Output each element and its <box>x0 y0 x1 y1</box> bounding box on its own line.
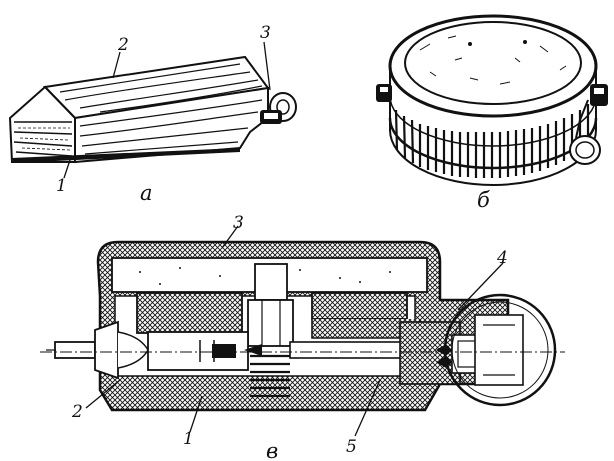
panel-b-round-device: б <box>376 14 608 212</box>
panel-c-label-4: 4 <box>496 248 508 268</box>
panel-c-label-5: 5 <box>346 437 357 457</box>
panel-c-label-1: 1 <box>183 429 194 449</box>
panel-c-caption: в <box>266 439 278 461</box>
pull-ring <box>569 135 601 165</box>
panel-c-label-3: 3 <box>233 213 244 233</box>
latch-knob <box>260 92 297 124</box>
left-nozzle <box>46 320 149 380</box>
panel-a-caption: а <box>140 181 153 205</box>
panel-a-wooden-case: 1 2 3 а <box>8 23 297 205</box>
pull-ring-section <box>443 293 557 407</box>
panel-a-label-1: 1 <box>56 176 67 196</box>
panel-c-cross-section: 3 4 2 1 5 в <box>40 213 565 461</box>
panel-c-label-2: 2 <box>71 402 83 422</box>
panel-a-label-3: 3 <box>260 23 271 43</box>
left-knob <box>376 84 392 102</box>
wooden-block-drawing <box>8 55 270 164</box>
panel-b-caption: б <box>477 188 490 212</box>
panel-a-label-2: 2 <box>117 35 129 55</box>
right-knob <box>575 84 608 139</box>
spring-coil <box>250 354 290 398</box>
